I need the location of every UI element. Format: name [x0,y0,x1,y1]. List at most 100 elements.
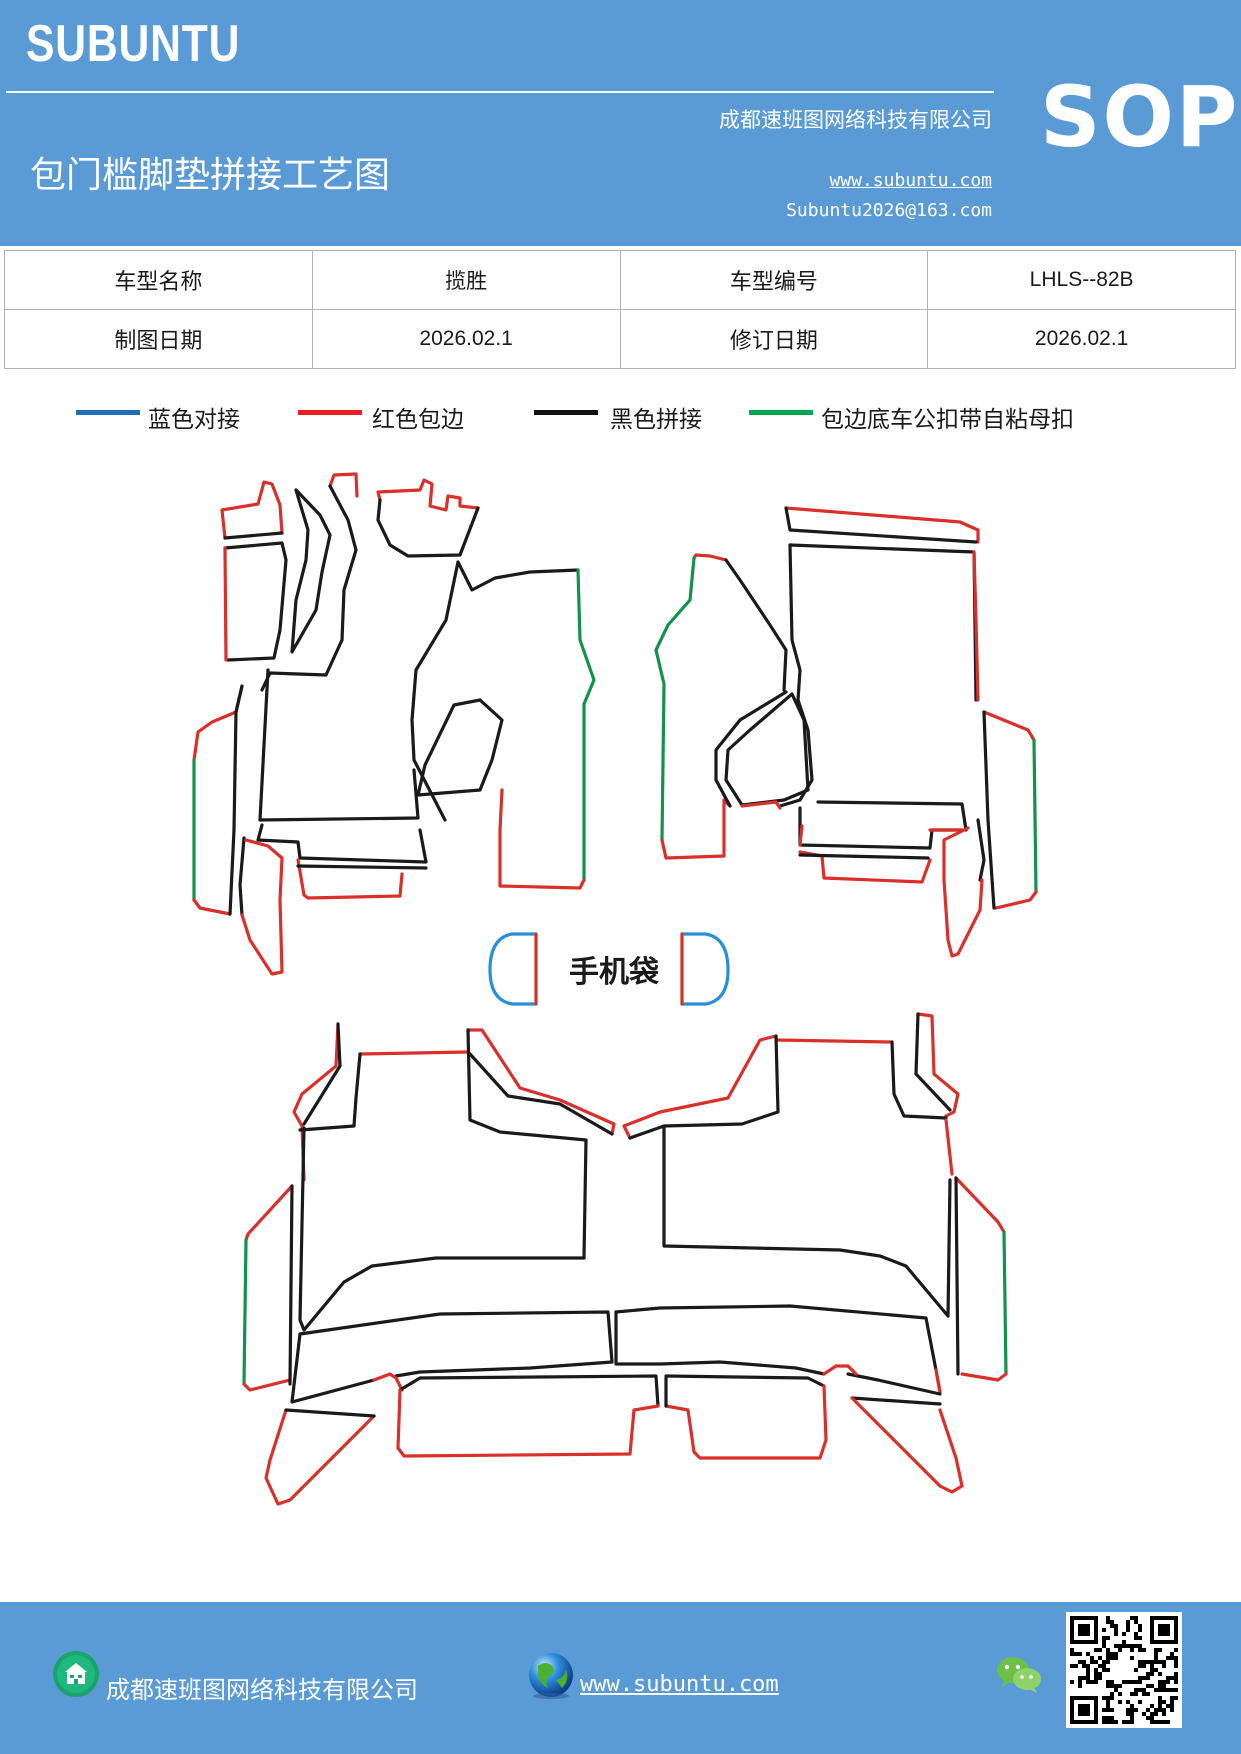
edge-black [798,806,964,850]
front-left-mat [192,472,596,976]
edge-red [296,858,404,900]
edge-black [223,531,284,540]
edge-red [972,550,980,702]
footer-website-link[interactable]: www.subuntu.com [580,1672,779,1697]
color-legend: 蓝色对接 红色包边 黑色拼接 包边底车公扣带自粘母扣 [0,400,1241,440]
edge-red [850,1396,964,1494]
model-code-label: 车型编号 [619,250,929,310]
legend-swatch [749,410,813,415]
header-divider [6,91,994,93]
front-right-mat [654,506,1038,958]
edge-black [376,498,480,558]
edge-black [724,692,810,807]
edge-red [994,890,1038,910]
edge-red [740,800,782,810]
edge-red [934,1368,942,1394]
edge-black [228,684,244,916]
legend-label: 黑色拼接 [610,407,702,433]
edge-red [396,1388,660,1458]
edge-black [846,1372,942,1396]
edge-red [942,826,984,958]
edge-red [328,472,359,498]
draw-date-label: 制图日期 [4,309,313,369]
edge-green [1002,1230,1008,1376]
edge-red [466,1028,616,1136]
edge-black [850,1396,942,1406]
edge-red [264,1408,376,1506]
legend-label: 蓝色对接 [148,407,240,433]
edge-red [223,546,228,662]
edge-blue [488,932,538,1006]
edge-black [662,1126,950,1318]
edge-black [298,1126,586,1332]
phone-pouch [488,932,730,1006]
legend-swatch [76,410,140,415]
edge-red [622,1034,778,1140]
email-address: Subuntu2026@163.com [786,200,992,221]
edge-black [290,1332,376,1404]
legend-swatch [298,410,362,415]
edge-black [798,853,930,860]
edge-black [456,560,580,592]
edge-red [192,898,232,916]
company-name: 成都速班图网络科技有限公司 [719,108,992,132]
model-name-label: 车型名称 [4,250,313,310]
legend-swatch [534,410,598,415]
edge-black [298,1052,362,1132]
edge-black [724,558,788,692]
model-name-value: 揽胜 [311,250,621,310]
edge-black [410,560,460,822]
edge-black [290,488,332,654]
brand-logo: SUBUNTU [26,15,241,73]
edge-black [223,541,288,662]
edge-green [1032,738,1038,894]
edge-black [466,1028,588,1260]
building-icon [53,1651,99,1697]
wechat-icon[interactable] [996,1654,1042,1696]
edge-black [468,1052,614,1136]
footer-bar: 成都速班图网络科技有限公司 www.subuntu.com [0,1602,1241,1754]
edge-red [944,1118,954,1176]
edge-black [614,1310,826,1376]
website-link[interactable]: www.subuntu.com [829,170,992,191]
edge-black [788,543,978,702]
phone-pouch-label: 手机袋 [569,955,659,990]
edge-black [914,1012,952,1112]
edge-black [982,710,996,910]
edge-black [954,1176,960,1376]
edge-black [298,1310,614,1364]
edge-red [358,1050,470,1056]
edge-black [664,1374,826,1388]
footer-company: 成都速班图网络科技有限公司 [106,1676,418,1704]
revise-date-value: 2026.02.1 [927,309,1236,369]
edge-black [288,1184,294,1386]
edge-red [774,1038,894,1044]
model-code-value: LHLS--82B [927,250,1236,310]
edge-black [256,823,428,864]
edge-red [784,506,980,544]
edge-black [416,698,504,797]
page-title: 包门槛脚垫拼接工艺图 [30,155,391,196]
edge-red [692,553,728,562]
edge-black [284,1408,376,1418]
revise-date-label: 修订日期 [619,309,929,369]
vehicle-info-table: 车型名称 揽胜 车型编号 LHLS--82B 制图日期 2026.02.1 修订… [4,250,1236,369]
edge-red [244,1184,294,1242]
sop-label: SOP [1040,68,1240,166]
edge-red [960,1372,1008,1382]
edge-red [242,1378,292,1392]
table-row: 制图日期 2026.02.1 修订日期 2026.02.1 [4,309,1236,369]
edge-red [798,824,804,847]
rear-mat [242,1012,1008,1506]
edge-black [258,668,420,822]
qr-code [1066,1612,1182,1728]
edge-black [260,484,358,692]
edge-red [822,1364,858,1376]
edge-black [784,506,978,544]
edge-red [240,838,284,976]
qr-code-graphic [1066,1612,1182,1728]
edge-red [498,788,586,890]
edge-black [946,1178,952,1318]
edge-red [220,480,284,540]
